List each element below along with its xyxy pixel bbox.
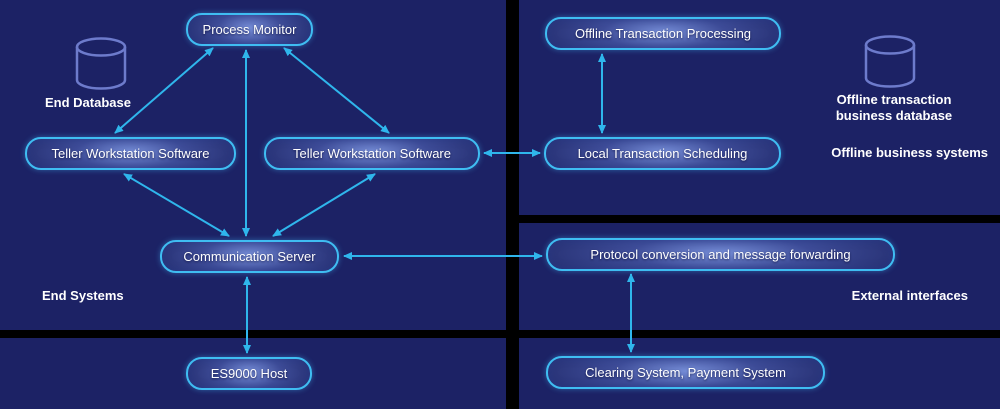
node-teller-workstation-left: Teller Workstation Software (25, 137, 236, 170)
offline-db-label: Offline transaction business database (818, 92, 970, 123)
offline-business-systems-label: Offline business systems (831, 145, 988, 160)
node-protocol-conversion: Protocol conversion and message forwardi… (546, 238, 895, 271)
database-icon (862, 34, 918, 95)
offline-db-label-line1: Offline transaction (836, 92, 952, 107)
external-interfaces-label: External interfaces (851, 288, 968, 303)
node-teller-workstation-left-label: Teller Workstation Software (51, 145, 210, 161)
node-teller-workstation-right: Teller Workstation Software (264, 137, 480, 170)
node-local-transaction-scheduling: Local Transaction Scheduling (544, 137, 781, 170)
node-process-monitor: Process Monitor (186, 13, 313, 46)
database-icon (73, 36, 129, 97)
node-communication-server: Communication Server (160, 240, 339, 273)
offline-db-label-line2: business database (835, 107, 953, 123)
node-es9000-host: ES9000 Host (186, 357, 312, 390)
node-local-transaction-scheduling-label: Local Transaction Scheduling (577, 145, 748, 161)
node-clearing-payment-system-label: Clearing System, Payment System (585, 364, 786, 380)
end-database-label: End Database (45, 95, 131, 110)
node-es9000-host-label: ES9000 Host (210, 365, 288, 381)
node-offline-transaction-processing: Offline Transaction Processing (545, 17, 781, 50)
node-communication-server-label: Communication Server (183, 248, 316, 264)
node-protocol-conversion-label: Protocol conversion and message forwardi… (590, 246, 851, 262)
node-teller-workstation-right-label: Teller Workstation Software (293, 145, 451, 161)
end-systems-label: End Systems (42, 288, 124, 303)
node-offline-transaction-processing-label: Offline Transaction Processing (574, 25, 752, 41)
node-process-monitor-label: Process Monitor (202, 21, 297, 37)
node-clearing-payment-system: Clearing System, Payment System (546, 356, 825, 389)
